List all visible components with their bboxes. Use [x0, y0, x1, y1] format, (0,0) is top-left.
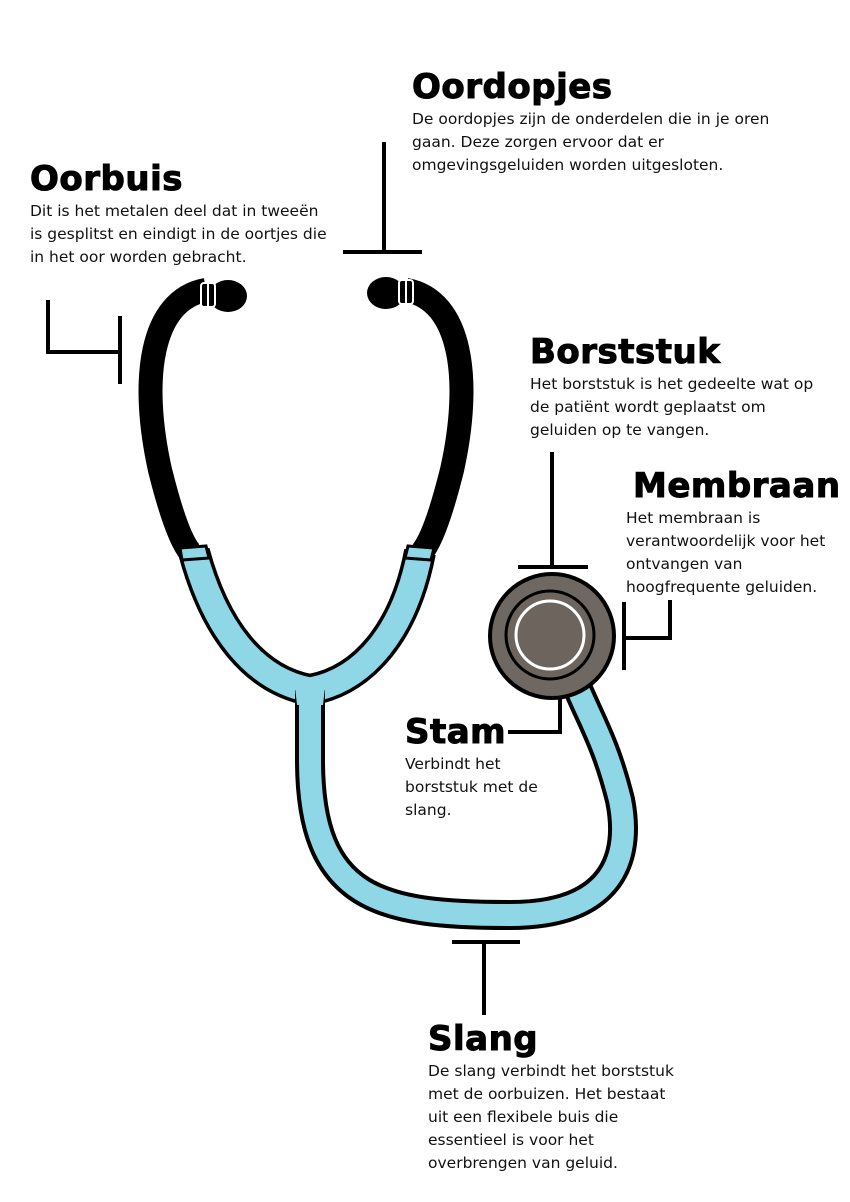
ear-tube-right	[403, 278, 474, 560]
leader-borststuk	[518, 452, 588, 569]
y-junction-fill	[294, 678, 326, 705]
leader-stam	[508, 696, 562, 734]
label-membraan: Membraan Het membraan is verantwoordelij…	[626, 467, 848, 599]
text-oorbuis: Dit is het metalen deel dat in tweeën is…	[30, 202, 327, 266]
title-membraan: Membraan	[633, 466, 841, 506]
main-tube-fill	[298, 670, 634, 927]
label-oorbuis: Oorbuis Dit is het metalen deel dat in t…	[30, 160, 330, 269]
text-borststuk: Het borststuk is het gedeelte wat op de …	[530, 375, 814, 439]
ear-tip-right	[367, 277, 414, 309]
leader-lines	[46, 142, 672, 1015]
text-membraan: Het membraan is verantwoordelijk voor he…	[626, 509, 826, 596]
leader-membraan	[622, 600, 672, 670]
tube-collar-right	[403, 544, 436, 562]
ear-tip-left	[200, 280, 247, 312]
leader-slang	[452, 940, 520, 1015]
ear-tube-left	[138, 278, 209, 560]
label-stam: Stam Verbindt het borststuk met de slang…	[405, 713, 565, 822]
label-oordopjes: Oordopjes De oordopjes zijn de onderdele…	[412, 68, 772, 177]
title-slang: Slang	[428, 1019, 539, 1059]
text-slang: De slang verbindt het borststuk met de o…	[428, 1062, 674, 1172]
title-borststuk: Borststuk	[530, 332, 721, 372]
label-borststuk: Borststuk Het borststuk is het gedeelte …	[530, 333, 830, 442]
tube-collar-left	[178, 544, 211, 562]
text-oordopjes: De oordopjes zijn de onderdelen die in j…	[412, 110, 770, 174]
leader-oordopjes	[343, 142, 422, 254]
text-stam: Verbindt het borststuk met de slang.	[405, 755, 538, 819]
chestpiece	[488, 572, 616, 700]
label-slang: Slang De slang verbindt het borststuk me…	[428, 1020, 688, 1175]
title-oorbuis: Oorbuis	[30, 159, 183, 199]
title-stam: Stam	[405, 712, 507, 752]
title-oordopjes: Oordopjes	[412, 67, 613, 107]
y-tube-fill	[181, 548, 433, 703]
leader-oorbuis	[46, 300, 122, 384]
